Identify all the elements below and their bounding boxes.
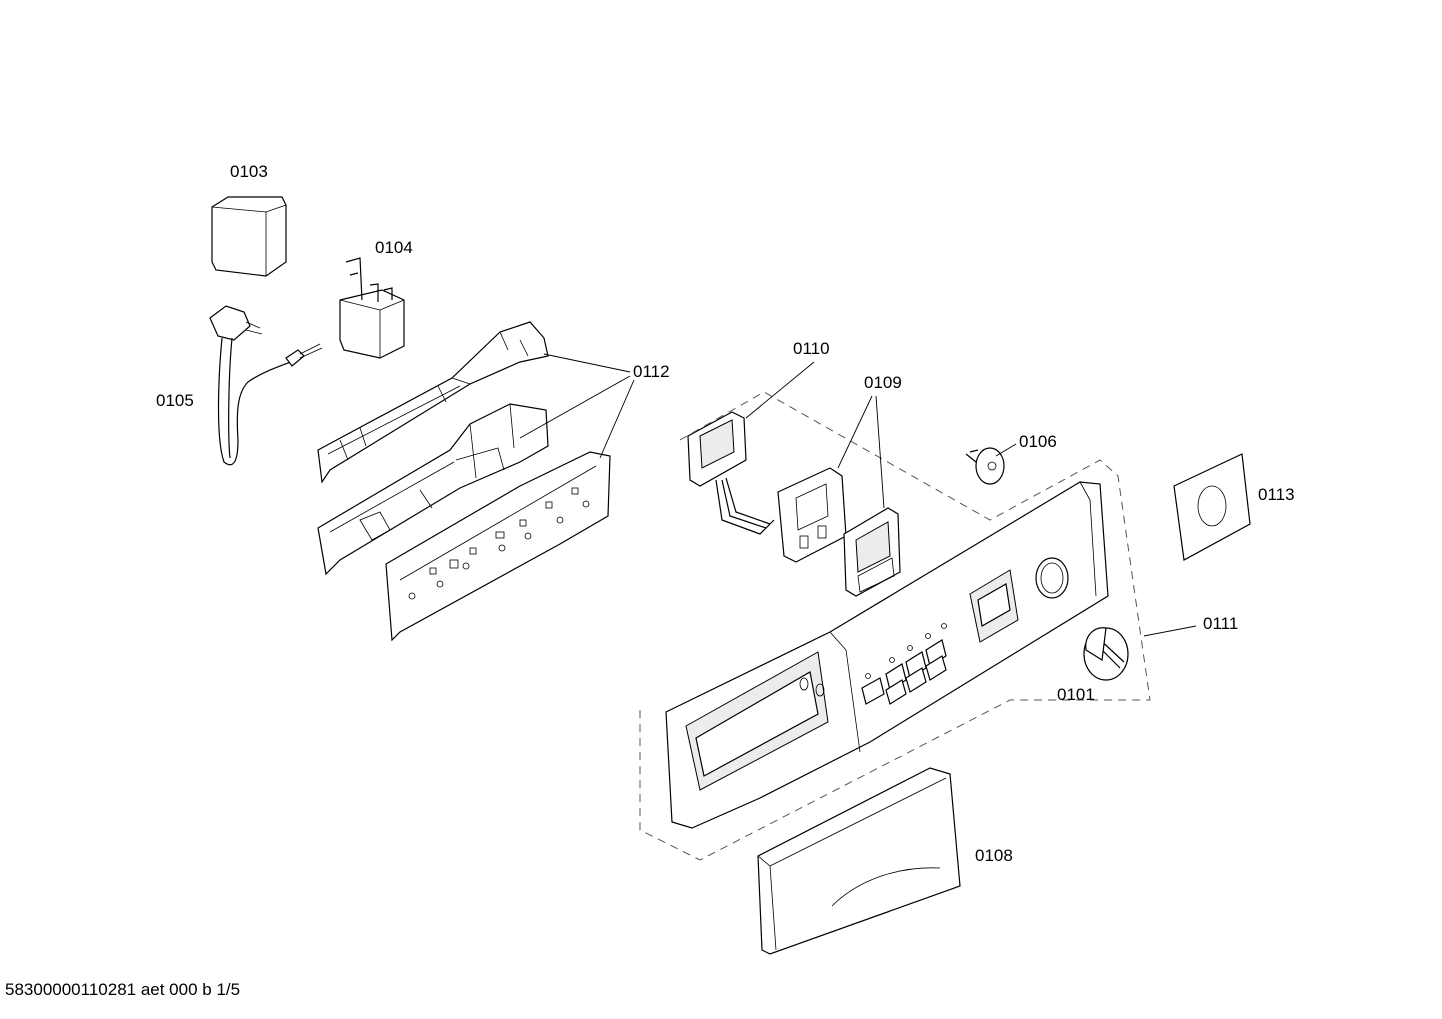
label-0109: 0109 — [864, 373, 902, 392]
label-0112: 0112 — [633, 362, 670, 381]
part-0103-cover — [211, 196, 287, 277]
part-0104-filter — [339, 257, 405, 359]
label-0104: 0104 — [375, 238, 413, 257]
diagram-reference-code: 58300000110281 aet 000 b 1/5 — [5, 980, 241, 999]
label-0103: 0103 — [230, 162, 268, 181]
part-0109-display-window — [777, 467, 901, 597]
label-0105: 0105 — [156, 391, 194, 410]
part-0111-control-panel — [639, 391, 1151, 861]
leader-lines — [519, 353, 1197, 637]
part-labels: 0103 0104 0105 0112 0110 0109 0106 0113 … — [156, 162, 1295, 865]
label-0113: 0113 — [1258, 485, 1295, 504]
label-0108: 0108 — [975, 846, 1013, 865]
label-0101: 0101 — [1057, 685, 1095, 704]
part-0112-electronics — [317, 321, 611, 642]
pcb-components — [408, 487, 590, 600]
part-0113-trim-sheet — [1173, 453, 1251, 561]
panel-buttons — [861, 623, 947, 705]
part-0108-drawer-front — [757, 767, 961, 955]
label-0106: 0106 — [1019, 432, 1057, 451]
part-0106-knob-shaft — [965, 447, 1005, 485]
part-0101-selector-knob — [1083, 627, 1129, 681]
label-0111: 0111 — [1203, 614, 1238, 633]
part-0105-power-cord — [209, 305, 323, 466]
label-0110: 0110 — [793, 339, 830, 358]
part-0110-display-board — [687, 411, 775, 535]
